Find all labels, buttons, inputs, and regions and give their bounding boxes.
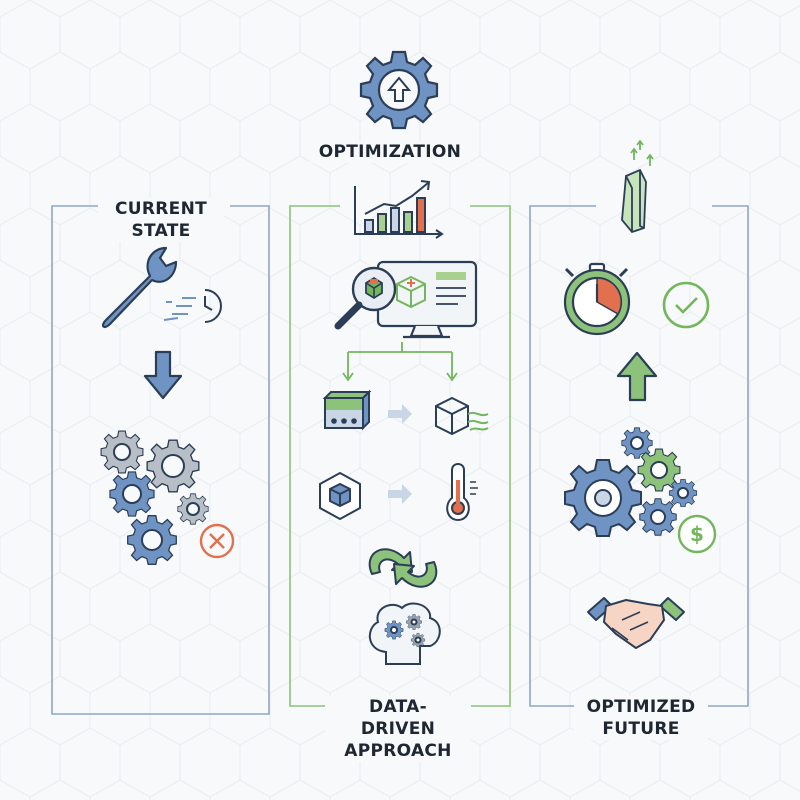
title-text: OPTIMIZATION — [318, 142, 462, 162]
panel-frame-data — [289, 205, 511, 707]
cube-icon — [322, 389, 372, 431]
panel-frame-future — [529, 205, 749, 707]
panel-label-line: STATE — [131, 221, 191, 241]
panel-label-line: OPTIMIZED — [586, 697, 696, 717]
magnifier-icon — [334, 266, 397, 330]
dollar-symbol: $ — [690, 522, 704, 546]
panel-label-line: DATA-DRIVEN — [360, 697, 436, 739]
check-icon — [662, 281, 710, 329]
panel-label-line: FUTURE — [602, 719, 680, 739]
monitor-icon — [376, 260, 478, 339]
panel-label-line: CURRENT — [115, 199, 207, 219]
error-cross-icon — [199, 523, 235, 559]
flow-arrow — [388, 484, 412, 504]
panel-label-line: APPROACH — [344, 741, 452, 761]
bar-chart-growth-icon — [354, 180, 444, 239]
gears-cluster-icon — [100, 430, 209, 566]
gear-up-arrow-icon — [359, 50, 439, 130]
panel-frame-current — [51, 205, 270, 715]
flow-arrow — [388, 404, 412, 424]
cube-icon — [435, 396, 489, 436]
down-arrow-icon — [143, 350, 183, 400]
cycle-arrows-icon — [368, 548, 438, 588]
panel-label-future: OPTIMIZED FUTURE — [574, 696, 708, 740]
up-arrow-icon — [616, 351, 658, 402]
handshake-icon — [587, 597, 685, 649]
brain-gears-icon — [368, 602, 441, 665]
gears-cluster-icon — [563, 427, 698, 538]
thermometer-icon — [446, 463, 478, 522]
connector-lines — [342, 342, 458, 382]
panel-label-current: CURRENT STATE — [98, 198, 224, 242]
wrench-icon — [101, 246, 178, 329]
dollar-icon: $ — [677, 514, 717, 554]
stopwatch-icon — [563, 262, 631, 336]
panel-label-data: DATA-DRIVEN APPROACH — [325, 696, 471, 762]
cube-icon — [319, 471, 361, 521]
clock-icon — [163, 289, 222, 323]
title-label: OPTIMIZATION — [310, 141, 470, 163]
crystal-growth-icon — [621, 139, 654, 234]
